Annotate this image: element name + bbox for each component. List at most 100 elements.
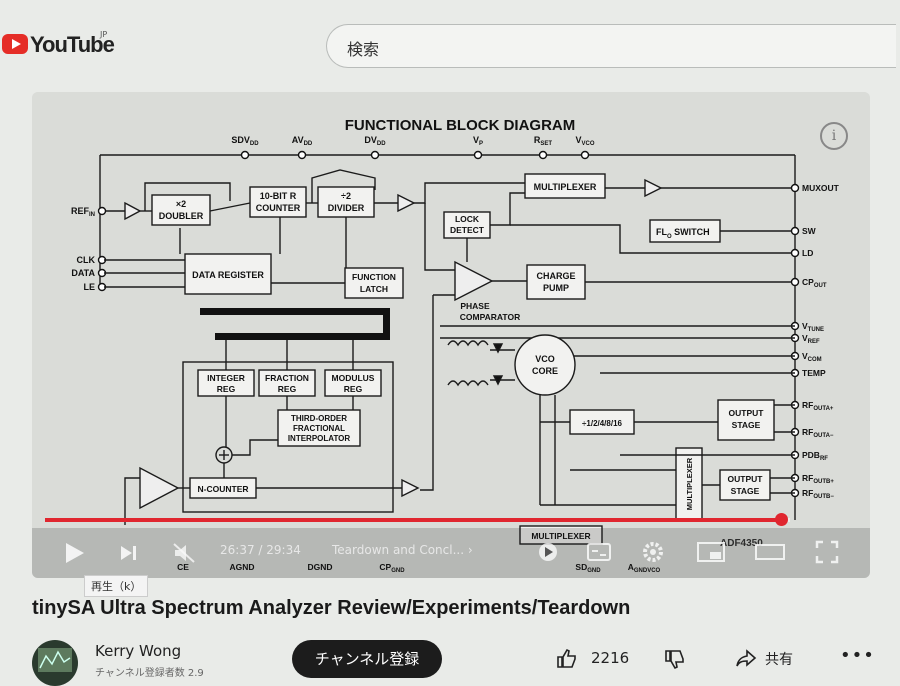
pin-right-5: VREF [802, 333, 820, 345]
time-current: 26:37 [220, 543, 255, 557]
n-counter-label: N-COUNTER [198, 484, 249, 494]
modulus-reg-label-2: REG [344, 384, 363, 394]
lock-detect-label-1: LOCK [455, 214, 480, 224]
phase-comp-label-1: PHASE [460, 301, 490, 311]
output-stage-b-label-1: OUTPUT [728, 474, 764, 484]
region-code: JP [100, 30, 108, 39]
channel-avatar[interactable] [32, 640, 78, 686]
block-diagram: FUNCTIONAL BLOCK DIAGRAM SDVDD AVDD DVDD VP… [32, 92, 870, 578]
pin-right-1: SW [802, 226, 817, 236]
pin-bottom-5: AGNDVCO [628, 562, 661, 574]
progress-bar[interactable] [45, 513, 790, 526]
pin-left-3: LE [83, 282, 95, 292]
pin-right-4: VTUNE [802, 321, 824, 333]
youtube-play-icon [2, 34, 28, 54]
integer-reg-label-1: INTEGER [207, 373, 245, 383]
function-latch-label-2: LATCH [360, 284, 388, 294]
info-icon[interactable]: i [820, 122, 848, 150]
pin-right-3: CPOUT [802, 277, 827, 289]
pin-bottom-4: SDGND [575, 562, 601, 574]
fullscreen-icon[interactable] [814, 539, 840, 565]
diagram-title: FUNCTIONAL BLOCK DIAGRAM [345, 117, 576, 134]
phase-comp-label-2: COMPARATOR [460, 312, 520, 322]
miniplayer-icon[interactable] [696, 541, 726, 563]
pin-right-marker [790, 277, 800, 287]
subscribe-button[interactable]: チャンネル登録 [292, 640, 442, 678]
interpolator-label-2: FRACTIONAL [293, 424, 345, 433]
r-counter-label-1: 10-BIT R [260, 191, 297, 201]
lock-detect-label-2: DETECT [450, 225, 485, 235]
output-stage-a-label-1: OUTPUT [729, 408, 765, 418]
vco-label-1: VCO [535, 354, 555, 364]
pin-top-4: RSET [534, 135, 553, 147]
pin-bottom-0: CE [177, 562, 189, 572]
divider-label-1: ÷2 [341, 191, 351, 201]
divider-ratio-label: ÷1/2/4/8/16 [582, 419, 623, 428]
pin-top-3: VP [473, 135, 483, 147]
pin-top-2: DVDD [364, 135, 386, 147]
pin-top-marker [297, 150, 307, 160]
youtube-logo[interactable]: YouTube JP [0, 28, 115, 64]
pin-right-12: RFOUTB− [802, 488, 834, 500]
pin-top-0: SDVDD [231, 135, 259, 147]
time-display: 26:37 / 29:34 [220, 543, 301, 557]
video-player[interactable]: FUNCTIONAL BLOCK DIAGRAM SDVDD AVDD DVDD VP… [32, 92, 870, 578]
pin-top-marker [580, 150, 590, 160]
mux-bottom-label: MULTIPLEXER [531, 531, 590, 541]
like-count: 2216 [591, 649, 630, 667]
pin-right-11: RFOUTB+ [802, 473, 834, 485]
fraction-reg-label-1: FRACTION [265, 373, 309, 383]
pin-bottom-1: AGND [229, 562, 254, 572]
pin-right-7: TEMP [802, 368, 826, 378]
pin-right-8: RFOUTA+ [802, 400, 834, 412]
progress-fill [45, 518, 782, 522]
search-placeholder: 検索 [347, 40, 380, 59]
output-stage-a-label-2: STAGE [732, 420, 761, 430]
pin-right-marker [790, 248, 800, 258]
theater-mode-icon[interactable] [754, 541, 786, 563]
pin-right-2: LD [802, 248, 813, 258]
progress-scrubber[interactable] [775, 513, 789, 526]
search-input[interactable]: 検索 [326, 24, 896, 68]
r-counter-label-2: COUNTER [256, 203, 301, 213]
pin-top-marker [240, 150, 250, 160]
pin-right-10: PDBRF [802, 450, 828, 462]
fraction-reg-label-2: REG [278, 384, 297, 394]
doubler-label-1: ×2 [176, 199, 186, 209]
flo-switch-label: FL [656, 227, 667, 237]
more-actions-icon[interactable]: ••• [840, 645, 875, 666]
play-tooltip: 再生（k） [84, 575, 149, 597]
pin-left-1: CLK [77, 255, 96, 265]
video-title: tinySA Ultra Spectrum Analyzer Review/Ex… [32, 597, 631, 619]
time-total: 29:34 [266, 543, 301, 557]
output-stage-b-label-2: STAGE [731, 486, 760, 496]
pin-top-marker [538, 150, 548, 160]
pin-left-0: REFIN [71, 206, 95, 218]
pin-top-1: AVDD [292, 135, 313, 147]
modulus-reg-label-1: MODULUS [332, 373, 375, 383]
share-icon [736, 649, 757, 667]
channel-name[interactable]: Kerry Wong [95, 642, 182, 660]
pin-right-marker [790, 183, 800, 193]
doubler-label-2: DOUBLER [159, 211, 204, 221]
subtitles-icon[interactable] [586, 541, 612, 563]
thumbs-up-icon[interactable] [555, 647, 577, 669]
play-icon[interactable] [60, 540, 90, 566]
pin-right-marker [790, 226, 800, 236]
vco-label-2: CORE [532, 366, 558, 376]
svg-text:FLO SWITCH: FLO SWITCH [656, 227, 710, 240]
settings-gear-icon[interactable] [640, 539, 666, 565]
pin-right-0: MUXOUT [802, 183, 840, 193]
mute-icon[interactable] [172, 542, 198, 564]
autoplay-toggle-icon[interactable] [536, 540, 560, 564]
chapter-title[interactable]: Teardown and Concl... › [332, 543, 473, 557]
share-label: 共有 [765, 652, 793, 668]
mux-side-label: MULTIPLEXER [685, 457, 694, 510]
charge-pump-label-1: CHARGE [536, 271, 575, 281]
thumbs-down-icon[interactable] [663, 648, 685, 670]
function-latch-label-1: FUNCTION [352, 272, 396, 282]
interpolator-label-1: THIRD-ORDER [291, 414, 347, 423]
next-icon[interactable] [118, 543, 140, 563]
pin-bottom-3: CPGND [379, 562, 405, 574]
pin-top-5: VVCO [575, 135, 594, 147]
